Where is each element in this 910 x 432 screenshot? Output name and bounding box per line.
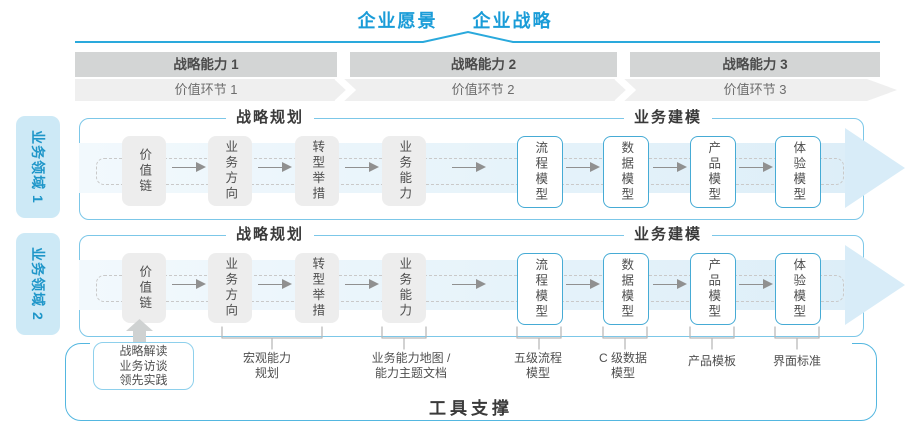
box-experience-model: 体验模型 [775,136,821,208]
section-title-business-modeling: 业务建模 [623,225,713,245]
value-band-shape [75,79,897,101]
box-experience-model: 体验模型 [775,253,821,325]
note-line: 业务能力地图 / [371,351,451,365]
enterprise-vision-title: 企业愿景 [357,11,438,31]
flow-arrow-icon [653,279,687,290]
box-value-chain: 价值链 [122,253,166,323]
tool-support-title: 工具支撑 [429,399,513,418]
capability-band-1: 战略能力 1 [75,52,337,77]
note-capability-map-docs: 业务能力地图 / 能力主题文档 [372,351,451,381]
box-business-capability: 业务能力 [382,136,426,206]
box-label: 价值链 [137,147,152,195]
section-title-strategic-planning: 战略规划 [225,225,315,245]
box-transformation-initiatives: 转型举措 [295,253,339,323]
box-label: 体验模型 [791,141,806,203]
input-line: 领先实践 [119,373,168,388]
box-data-model: 数据模型 [603,136,649,208]
note-line: 宏观能力 [242,351,292,365]
dashed-track [96,275,844,302]
note-line: 模型 [610,366,636,380]
flow-arrow-icon [258,279,292,290]
box-label: 数据模型 [619,258,634,320]
note-c-level-data-model: C 级数据 模型 [599,351,647,381]
note-five-level-process-model: 五级流程 模型 [514,351,562,381]
dashed-track [96,158,844,185]
box-label: 价值链 [137,264,152,312]
strategy-inputs-box: 战略解读 业务访谈 领先实践 [93,342,194,390]
box-product-model: 产品模型 [690,136,736,208]
box-label: 业务方向 [223,140,238,202]
flow-arrow-icon [452,162,486,173]
flow-arrow-icon [566,279,600,290]
flow-arrow-icon [345,162,379,173]
box-label: 业务能力 [397,140,412,202]
box-label: 流程模型 [533,258,548,320]
box-data-model: 数据模型 [603,253,649,325]
value-link-3: 价值环节 3 [723,82,787,97]
box-label: 产品模型 [706,141,721,203]
value-chevron-band [75,79,897,102]
box-label: 数据模型 [619,141,634,203]
box-label: 流程模型 [533,141,548,203]
box-value-chain: 价值链 [122,136,166,206]
note-line: 模型 [525,366,551,380]
note-line: 界面标准 [772,354,822,368]
flow-band-arrowhead-icon [845,245,905,325]
value-link-2: 价值环节 2 [451,82,515,97]
value-link-1: 价值环节 1 [174,82,238,97]
note-product-template: 产品模板 [688,354,736,369]
box-label: 转型举措 [310,257,325,319]
section-title-business-modeling: 业务建模 [623,108,713,128]
capability-band-2: 战略能力 2 [350,52,617,77]
business-domain-tab-1: 业务领域 1 [16,116,60,218]
flow-arrow-icon [739,162,773,173]
box-business-capability: 业务能力 [382,253,426,323]
flow-arrow-icon [258,162,292,173]
capability-band-3: 战略能力 3 [630,52,880,77]
domain-row-2: 价值链 业务方向 转型举措 业务能力 流程模型 数据模型 产品模型 体验模型 战… [0,225,910,340]
box-label: 产品模型 [706,258,721,320]
enterprise-strategy-title: 企业战略 [472,11,553,31]
chevron-separator-icon [334,79,357,102]
note-interface-standard: 界面标准 [773,354,821,369]
box-product-model: 产品模型 [690,253,736,325]
input-line: 战略解读 [119,344,168,359]
frame-top-cover [90,342,852,347]
box-business-direction: 业务方向 [208,253,252,323]
box-business-direction: 业务方向 [208,136,252,206]
box-process-model: 流程模型 [517,136,563,208]
flow-arrow-icon [345,279,379,290]
flow-arrow-icon [452,279,486,290]
flow-band-arrowhead-icon [845,128,905,208]
domain-row-1: 价值链 业务方向 转型举措 业务能力 流程模型 数据模型 产品模型 体验模型 战… [0,108,910,223]
note-line: 产品模板 [687,354,737,368]
peak-divider-line [75,30,880,43]
box-process-model: 流程模型 [517,253,563,325]
note-line: 能力主题文档 [374,366,448,380]
note-line: C 级数据 [598,351,648,365]
box-label: 转型举措 [310,140,325,202]
chevron-separator-icon [614,79,637,102]
flow-arrow-icon [566,162,600,173]
box-label: 业务方向 [223,257,238,319]
flow-arrow-icon [172,279,206,290]
flow-arrow-icon [739,279,773,290]
peak-line-path [75,30,880,43]
note-macro-capability-planning: 宏观能力 规划 [243,351,291,381]
note-line: 规划 [254,366,280,380]
flow-arrow-icon [653,162,687,173]
box-label: 业务能力 [397,257,412,319]
section-title-strategic-planning: 战略规划 [225,108,315,128]
note-line: 五级流程 [513,351,563,365]
box-transformation-initiatives: 转型举措 [295,136,339,206]
top-titles: 企业愿景 企业战略 [0,7,910,33]
business-domain-tab-2: 业务领域 2 [16,233,60,335]
box-label: 体验模型 [791,258,806,320]
input-line: 业务访谈 [119,358,168,373]
flow-arrow-icon [172,162,206,173]
